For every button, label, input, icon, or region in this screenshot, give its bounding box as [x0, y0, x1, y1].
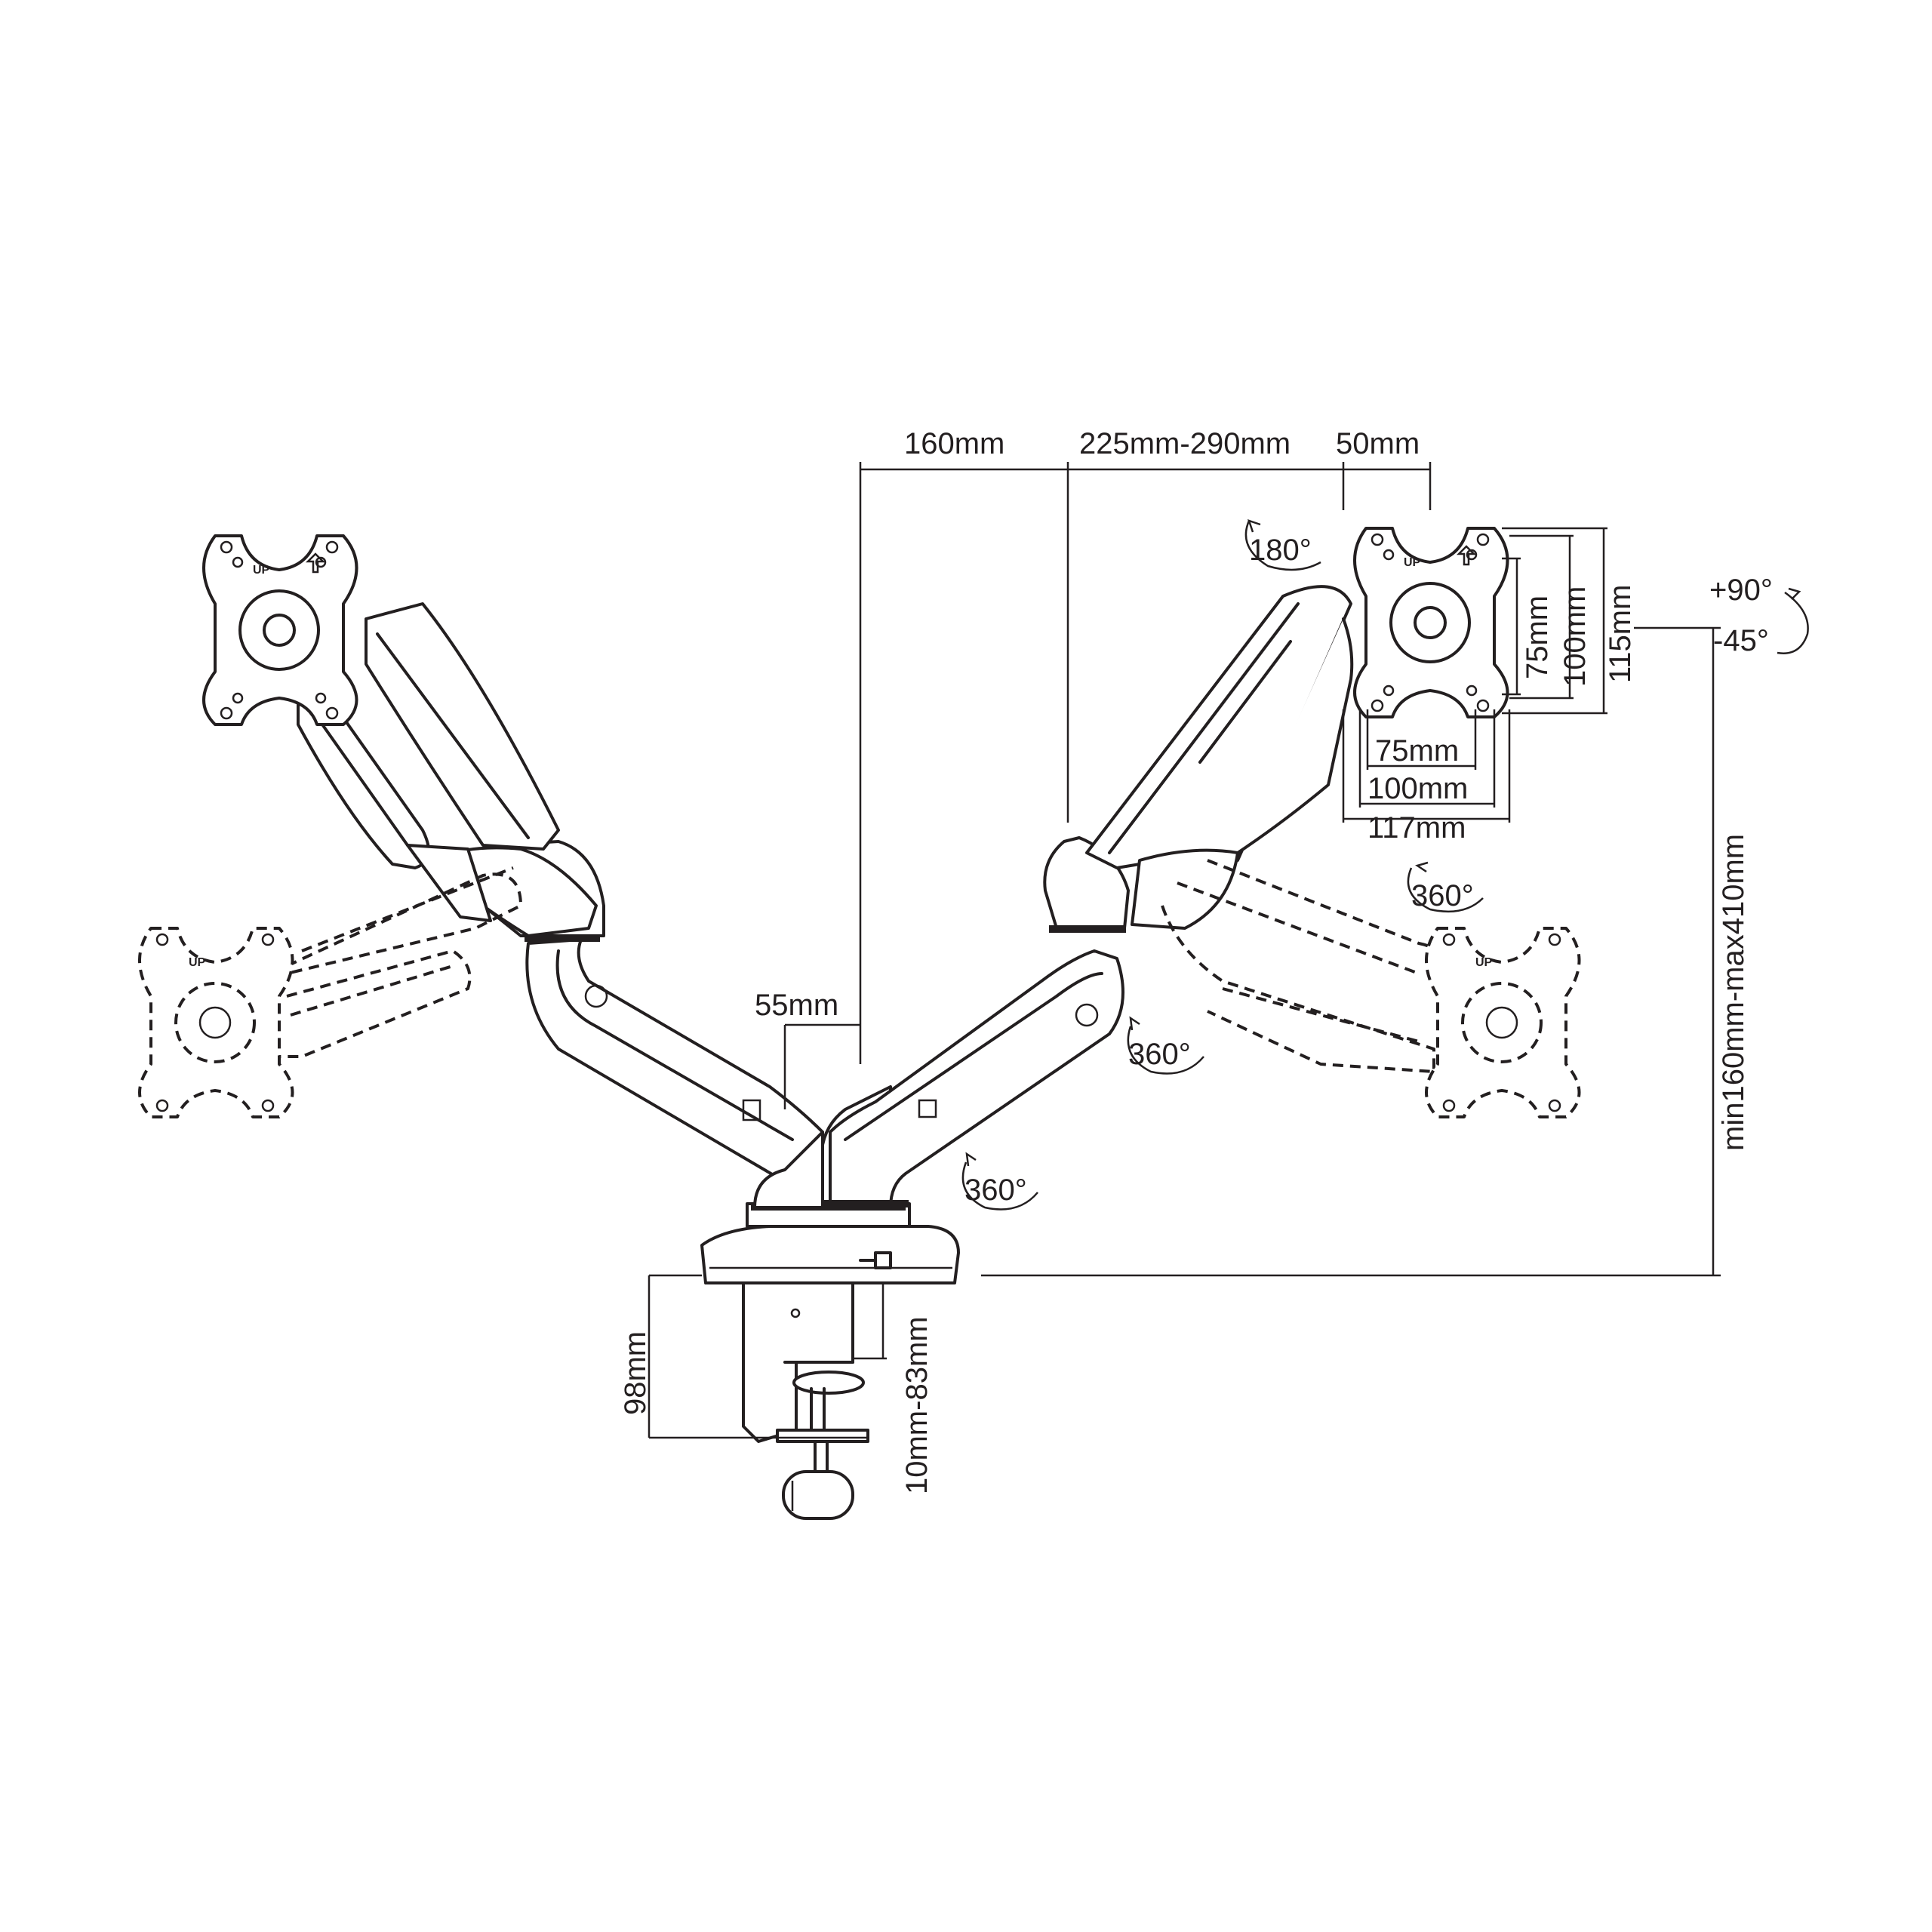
height-range-label: min160mm-max410mm: [1717, 834, 1750, 1151]
vesa-plate-dashed-right: UP: [1425, 927, 1581, 1118]
tilt-up-label: +90°: [1709, 574, 1773, 607]
right-upper-arm: [1043, 585, 1354, 933]
up-label: UP: [253, 564, 270, 577]
left-dashed-arm: [279, 866, 522, 1058]
vesa-plate-top-right: UP: [1353, 527, 1509, 718]
arm-reach-label: 225mm-290mm: [1079, 427, 1291, 460]
vesa-w117-label: 117mm: [1367, 811, 1466, 844]
vesa-h75-label: 75mm: [1375, 734, 1459, 768]
up-label: UP: [1404, 556, 1421, 569]
vesa-v100-label: 100mm: [1558, 586, 1592, 687]
left-lower-arm: [525, 938, 824, 1209]
vesa-plate-top-left: UP: [202, 534, 358, 726]
left-upper-arm: [297, 602, 605, 942]
dimension-lines: [648, 462, 1721, 1439]
vesa-h115-label: 115mm: [1604, 585, 1637, 683]
vesa-v75-label: 75mm: [1521, 595, 1554, 679]
rotate-elbow-label: 360°: [1128, 1038, 1191, 1071]
pole-width-label: 55mm: [755, 989, 838, 1022]
up-label: UP: [189, 956, 206, 969]
arm-offset-label: 160mm: [904, 427, 1004, 460]
rotate-arm-label: 360°: [1411, 879, 1474, 912]
rotate-base-label: 360°: [964, 1174, 1027, 1207]
rotation-arrows: [961, 519, 1809, 1211]
plate-offset-label: 50mm: [1336, 427, 1420, 460]
clamp-height-label: 98mm: [619, 1331, 652, 1415]
tilt-down-label: -45°: [1713, 624, 1769, 657]
vesa-h100-label: 100mm: [1367, 772, 1468, 805]
vesa-plate-dashed-left: UP: [138, 927, 294, 1118]
swivel-plate-label: 180°: [1249, 534, 1312, 567]
up-label: UP: [1475, 956, 1493, 969]
labels: 160mm 225mm-290mm 50mm 55mm 180° 360° 36…: [619, 427, 1773, 1494]
clamp-range-label: 10mm-83mm: [900, 1316, 934, 1494]
right-lower-arm: [824, 949, 1124, 1209]
